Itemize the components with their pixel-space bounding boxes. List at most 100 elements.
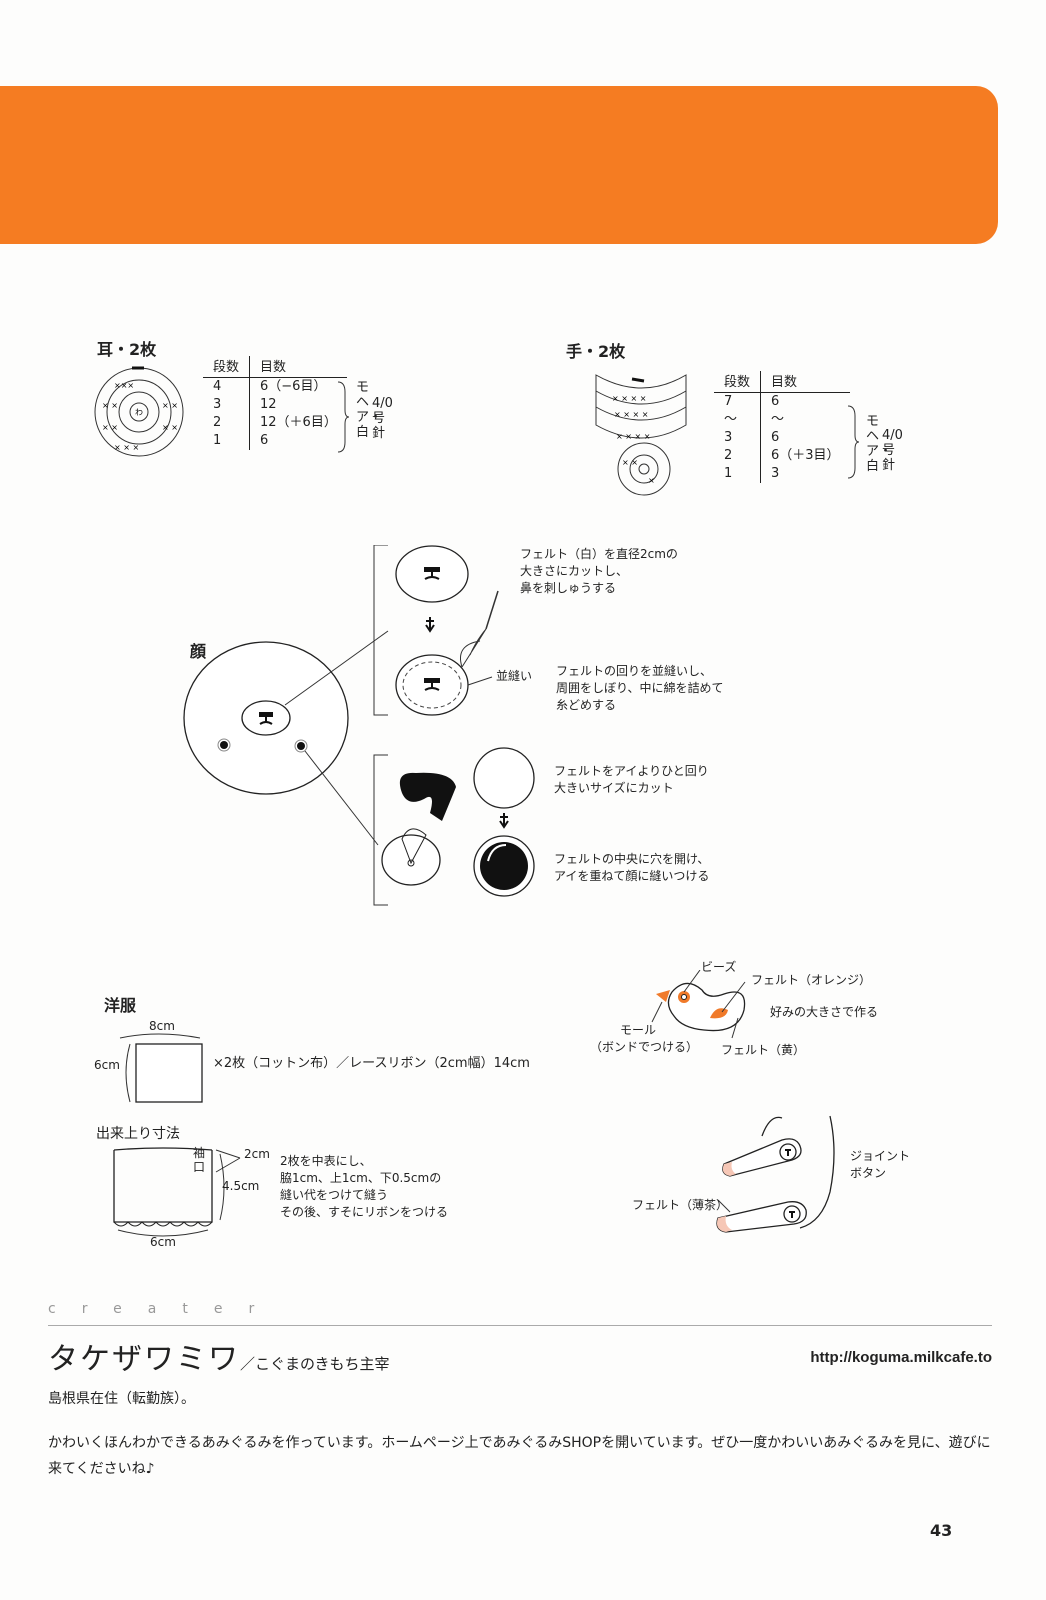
ear-title: 耳・2枚: [97, 340, 157, 359]
svg-text:× ×: × ×: [162, 401, 178, 410]
mole-note-label: （ボンドでつける）: [590, 1040, 699, 1054]
hand-round: 〜: [714, 411, 762, 429]
ear-stitches: 6（−6目）: [260, 379, 327, 394]
face-note-3-line: フェルトをアイよりひと回り: [554, 764, 709, 778]
ear-stitch-diagram: ××× × × × × × × × × × × × わ: [94, 366, 184, 457]
instruction-line: 脇1cm、上1cm、下0.5cmの: [280, 1171, 442, 1185]
page-number: 43: [930, 1521, 953, 1540]
joint-button-label: ジョイント ボタン: [850, 1148, 930, 1182]
hand-stitches: 6: [771, 430, 780, 445]
instruction-line: その後、すそにリボンをつける: [280, 1205, 449, 1219]
face-note-4-line: フェルトの中央に穴を開け、: [554, 852, 710, 866]
hand-round: 1: [714, 465, 762, 483]
clothes-instructions: 2枚を中表にし、 脇1cm、上1cm、下0.5cmの 縫い代をつけて縫う その後…: [280, 1153, 500, 1221]
instruction-line: 縫い代をつけて縫う: [280, 1188, 389, 1202]
hand-stitches: 3: [771, 466, 780, 481]
svg-text:×××: ×××: [114, 381, 134, 390]
clothes-height-label: 6cm: [94, 1058, 120, 1072]
face-note-1-line: フェルト（白）を直径2cmの: [520, 547, 678, 561]
ear-round: 4: [203, 377, 251, 396]
running-stitch-label: 並縫い: [496, 669, 533, 683]
instruction-line: 2枚を中表にし、: [280, 1154, 372, 1168]
height-size-label: 4.5cm: [222, 1179, 260, 1193]
face-diagram: [183, 545, 535, 906]
ear-stitches: 12（＋6目）: [260, 415, 337, 430]
ear-round: 2: [203, 414, 251, 432]
hand-round: 7: [714, 392, 762, 411]
face-note-3: フェルトをアイよりひと回り 大きいサイズにカット: [554, 763, 774, 797]
clothes-width-label: 8cm: [149, 1019, 175, 1033]
face-note-4-line: アイを重ねて顔に縫いつける: [554, 869, 710, 883]
clothes-spec: ×2枚（コットン布）／レースリボン（2cm幅）14cm: [213, 1056, 530, 1071]
ear-stitches: 12: [260, 397, 277, 412]
ear-header-rounds: 段数: [203, 356, 251, 378]
hand-yarn-brace: [847, 405, 860, 479]
svg-text:×: ×: [648, 476, 655, 485]
hand-round: 2: [714, 447, 762, 465]
bird-diagram: [651, 970, 746, 1039]
ear-round: 3: [203, 396, 251, 414]
felt-orange-label: フェルト（オレンジ）: [751, 973, 872, 987]
header-banner: [0, 86, 998, 244]
face-note-2: フェルトの回りを並縫いし、 周囲をしぼり、中に綿を詰めて 糸どめする: [556, 663, 776, 714]
hand-stitches: 6: [771, 394, 780, 409]
creator-divider: [48, 1325, 992, 1326]
creator-section-label: creater: [48, 1301, 281, 1317]
face-note-3-line: 大きいサイズにカット: [554, 781, 674, 795]
size-note-label: 好みの大きさで作る: [770, 1005, 879, 1019]
svg-text:× ×: × ×: [102, 423, 118, 432]
svg-text:× × × ×: × × × ×: [616, 432, 650, 441]
hand-yarn-type: モヘア・白: [866, 414, 893, 474]
svg-text:× ×: × ×: [102, 401, 118, 410]
ear-round: 1: [203, 432, 251, 450]
creator-residence: 島根県在住（転勤族）。: [48, 1391, 195, 1407]
ear-stitches: 6: [260, 433, 269, 448]
face-note-1-line: 鼻を刺しゅうする: [520, 581, 617, 595]
hand-header-rounds: 段数: [714, 371, 762, 393]
svg-text:× × × ×: × × × ×: [614, 410, 648, 419]
felt-yellow-label: フェルト（黄）: [721, 1043, 806, 1057]
creator-name-row: タケザワミワ／こぐまのきもち主宰: [48, 1334, 390, 1378]
creator-name: タケザワミワ: [48, 1342, 240, 1377]
face-note-2-line: 周囲をしぼり、中に綿を詰めて: [556, 681, 724, 695]
hand-stitch-diagram: × × × × × × × × × × × × × × ×: [595, 374, 687, 496]
face-note-4: フェルトの中央に穴を開け、 アイを重ねて顔に縫いつける: [554, 851, 774, 885]
hand-round: 3: [714, 429, 762, 447]
face-note-2-line: 糸どめする: [556, 698, 617, 712]
joint-button-line: ジョイント: [850, 1149, 911, 1163]
hand-header-stitches: 目数: [760, 371, 850, 393]
creator-role: ／こぐまのきもち主宰: [240, 1355, 390, 1373]
svg-text:× × ×: × × ×: [114, 443, 139, 452]
width-size-label: 6cm: [150, 1235, 176, 1249]
joint-button-line: ボタン: [850, 1166, 887, 1180]
svg-text:わ: わ: [135, 408, 143, 417]
joint-diagram: [716, 1115, 835, 1233]
sleeve-size-label: 2cm: [244, 1147, 270, 1161]
hand-stitches: 〜: [771, 412, 785, 427]
ear-hook-size: 4/0号針: [372, 396, 393, 441]
ear-header-stitches: 目数: [249, 356, 347, 378]
hand-hook-size: 4/0号針: [882, 428, 903, 473]
ear-yarn-brace: [337, 381, 350, 453]
finished-size-diagram: [113, 1147, 241, 1237]
svg-text:× ×: × ×: [622, 458, 638, 467]
svg-text:× × × ×: × × × ×: [612, 394, 646, 403]
finished-size-title: 出来上り寸法: [96, 1126, 180, 1142]
beads-label: ビーズ: [701, 960, 737, 974]
clothes-pattern-diagram: [119, 1033, 203, 1103]
face-note-1: フェルト（白）を直径2cmの 大きさにカットし、 鼻を刺しゅうする: [520, 546, 720, 597]
felt-brown-label: フェルト（薄茶）: [632, 1198, 729, 1212]
mole-label: モール: [620, 1023, 657, 1037]
clothes-title: 洋服: [104, 996, 137, 1015]
face-note-1-line: 大きさにカットし、: [520, 564, 629, 578]
creator-bio: かわいくほんわかできるあみぐるみを作っています。ホームページ上であみぐるみSHO…: [48, 1435, 991, 1477]
sleeve-label: 袖口: [193, 1146, 206, 1174]
svg-text:× ×: × ×: [162, 423, 178, 432]
creator-url[interactable]: http://koguma.milkcafe.to: [810, 1349, 992, 1366]
ear-yarn-type: モヘア・白: [356, 380, 383, 440]
face-title: 顔: [190, 642, 207, 661]
face-note-2-line: フェルトの回りを並縫いし、: [556, 664, 713, 678]
hand-stitches: 6（＋3目）: [771, 448, 840, 463]
